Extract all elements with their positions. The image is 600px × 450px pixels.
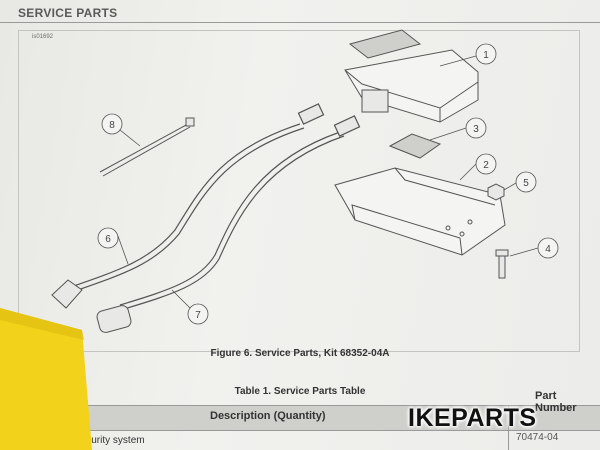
callout-circle-1 <box>475 43 497 65</box>
table-column-divider <box>508 405 509 450</box>
callout-circle-7 <box>187 303 209 325</box>
figure-frame <box>18 30 580 352</box>
wire-harness-6 <box>67 103 325 293</box>
connector-6 <box>51 279 83 309</box>
callout-circle-5 <box>515 171 537 193</box>
callout-3: 3 <box>473 124 479 135</box>
header-divider <box>0 22 600 23</box>
cable-tie <box>99 117 195 177</box>
section-title: SERVICE PARTS <box>18 6 118 20</box>
callout-circle-3 <box>465 117 487 139</box>
callout-7: 7 <box>195 310 201 321</box>
sticky-note <box>0 308 92 450</box>
watermark-logo: IKEPARTS <box>408 404 537 432</box>
callout-4: 4 <box>545 244 551 255</box>
bolt <box>495 249 509 279</box>
callout-6: 6 <box>105 234 111 245</box>
table-header-part-number: Part Number <box>535 390 577 414</box>
callout-circle-4 <box>537 237 559 259</box>
wire-harness-7 <box>119 115 361 310</box>
connector-7 <box>96 305 132 333</box>
siren-module <box>344 29 479 123</box>
table-header-description: Description (Quantity) <box>210 410 326 422</box>
figure-caption: Figure 6. Service Parts, Kit 68352-04A <box>210 348 390 359</box>
hex-nut <box>487 183 505 201</box>
figure-id: is01692 <box>32 34 54 40</box>
callout-2: 2 <box>483 160 489 171</box>
callout-circle-6 <box>97 227 119 249</box>
callout-circle-2 <box>475 153 497 175</box>
mounting-bracket <box>334 167 506 256</box>
callout-circle-8 <box>101 113 123 135</box>
callout-8: 8 <box>109 120 115 131</box>
table-row-part-number: 70474-04 <box>516 432 559 443</box>
table-header-row <box>0 405 600 431</box>
adhesive-pad <box>388 133 442 159</box>
callout-1: 1 <box>483 50 489 61</box>
table-title: Table 1. Service Parts Table <box>234 386 366 397</box>
callout-leaders <box>117 55 539 311</box>
callout-5: 5 <box>523 178 529 189</box>
